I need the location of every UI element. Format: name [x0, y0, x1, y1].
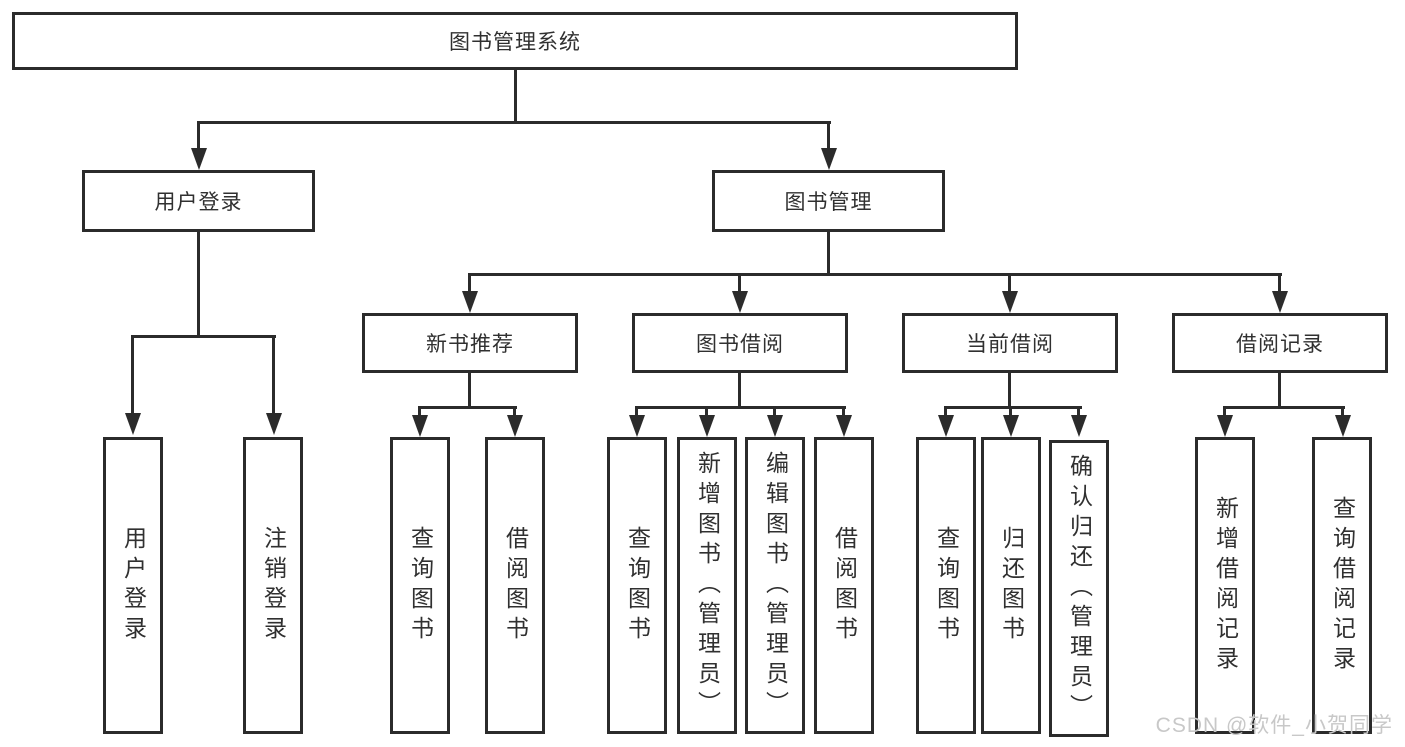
node-label: 借阅图书: [502, 525, 529, 646]
node-label: 查询借阅记录: [1329, 495, 1356, 676]
arrow-down-icon: [836, 415, 852, 437]
leaf-query-borrow-record: 查询借阅记录: [1312, 437, 1372, 734]
node-label: 新增借阅记录: [1212, 495, 1239, 676]
connector-line: [842, 409, 845, 417]
node-label: 当前借阅: [966, 333, 1054, 356]
connector-line: [944, 409, 947, 417]
node-label: 查询图书: [933, 525, 960, 646]
node-label: 用户登录: [154, 191, 243, 214]
node-book-management: 图书管理: [712, 170, 945, 232]
connector-line: [1278, 373, 1281, 408]
node-label: 归还图书: [998, 525, 1025, 646]
node-label: 图书管理系统: [449, 31, 581, 54]
arrow-down-icon: [938, 415, 954, 437]
node-label: 用户登录: [120, 525, 147, 646]
connector-line: [418, 406, 517, 409]
connector-line: [131, 338, 134, 414]
node-label: 新增图书（管理员）: [694, 450, 721, 721]
connector-line: [635, 406, 846, 409]
node-borrow-records: 借阅记录: [1172, 313, 1388, 373]
leaf-add-books-admin: 新增图书（管理员）: [677, 437, 737, 734]
node-label: 注销登录: [260, 525, 287, 646]
leaf-add-borrow-record: 新增借阅记录: [1195, 437, 1255, 734]
connector-line: [827, 232, 830, 275]
node-label: 借阅图书: [831, 525, 858, 646]
connector-line: [1341, 409, 1344, 417]
arrow-down-icon: [1217, 415, 1233, 437]
connector-line: [1223, 406, 1345, 409]
leaf-borrow-books: 借阅图书: [814, 437, 874, 734]
leaf-borrow-books-recommend: 借阅图书: [485, 437, 545, 734]
arrow-down-icon: [629, 415, 645, 437]
leaf-confirm-return-admin: 确认归还（管理员）: [1049, 440, 1109, 737]
connector-line: [1009, 409, 1012, 417]
connector-line: [514, 70, 517, 123]
connector-line: [944, 406, 1082, 409]
leaf-query-books-recommend: 查询图书: [390, 437, 450, 734]
connector-line: [738, 373, 741, 408]
connector-line: [418, 409, 421, 417]
node-new-book-recommend: 新书推荐: [362, 313, 578, 373]
connector-line: [513, 409, 516, 417]
watermark: CSDN @软件_小贺同学: [1155, 714, 1393, 737]
arrow-down-icon: [462, 291, 478, 313]
arrow-down-icon: [699, 415, 715, 437]
connector-line: [197, 232, 200, 337]
node-label: 新书推荐: [426, 333, 514, 356]
node-label: 确认归还（管理员）: [1066, 453, 1093, 724]
connector-line: [468, 276, 471, 293]
arrow-down-icon: [266, 413, 282, 435]
node-user-login: 用户登录: [82, 170, 315, 232]
arrow-down-icon: [1272, 291, 1288, 313]
node-label: 借阅记录: [1236, 333, 1324, 356]
leaf-return-books: 归还图书: [981, 437, 1041, 734]
connector-line: [468, 273, 1282, 276]
arrow-down-icon: [507, 415, 523, 437]
connector-line: [1077, 409, 1080, 417]
node-book-borrow: 图书借阅: [632, 313, 848, 373]
connector-line: [1223, 409, 1226, 417]
connector-line: [272, 338, 275, 414]
leaf-logout: 注销登录: [243, 437, 303, 734]
connector-line: [131, 335, 276, 338]
node-label: 图书管理: [784, 191, 873, 214]
leaf-edit-books-admin: 编辑图书（管理员）: [745, 437, 805, 734]
arrow-down-icon: [1003, 415, 1019, 437]
node-label: 查询图书: [407, 525, 434, 646]
connector-line: [738, 276, 741, 293]
connector-line: [635, 409, 638, 417]
arrow-down-icon: [125, 413, 141, 435]
arrow-down-icon: [412, 415, 428, 437]
arrow-down-icon: [191, 148, 207, 170]
node-library-management-system: 图书管理系统: [12, 12, 1018, 70]
connector-line: [705, 409, 708, 417]
connector-line: [827, 124, 830, 150]
connector-line: [773, 409, 776, 417]
arrow-down-icon: [821, 148, 837, 170]
node-current-borrow: 当前借阅: [902, 313, 1118, 373]
leaf-user-login: 用户登录: [103, 437, 163, 734]
node-label: 图书借阅: [696, 333, 784, 356]
node-label: 查询图书: [624, 525, 651, 646]
connector-line: [1278, 276, 1281, 293]
arrow-down-icon: [1002, 291, 1018, 313]
leaf-query-books-borrow: 查询图书: [607, 437, 667, 734]
connector-line: [197, 124, 200, 150]
arrow-down-icon: [1335, 415, 1351, 437]
connector-line: [1008, 276, 1011, 293]
leaf-query-books-current: 查询图书: [916, 437, 976, 734]
connector-line: [197, 121, 831, 124]
arrow-down-icon: [732, 291, 748, 313]
arrow-down-icon: [1071, 415, 1087, 437]
arrow-down-icon: [767, 415, 783, 437]
connector-line: [1008, 373, 1011, 408]
node-label: 编辑图书（管理员）: [762, 450, 789, 721]
connector-line: [468, 373, 471, 408]
